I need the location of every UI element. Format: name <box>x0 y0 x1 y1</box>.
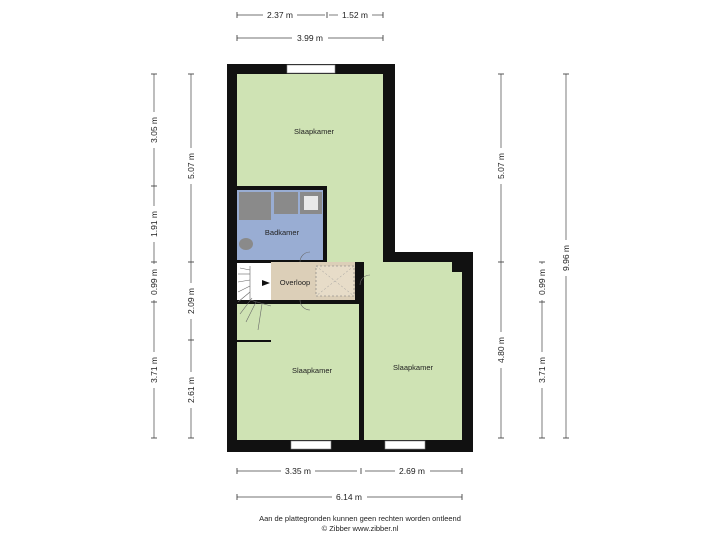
window-bottom-left <box>290 440 332 450</box>
dim-right-inner-b: 4.80 m <box>496 337 506 363</box>
toilet-icon <box>239 238 253 250</box>
dim-left-inner-a: 5.07 m <box>186 153 196 179</box>
dim-left-outer-a: 3.05 m <box>149 117 159 143</box>
dim-bottom-right: 2.69 m <box>399 466 425 476</box>
window-bottom-right <box>384 440 426 450</box>
dim-right-mid-a: 0.99 m <box>537 269 547 295</box>
dim-left-inner: 5.07 m 2.09 m 2.61 m <box>186 73 196 439</box>
dim-left-outer-b: 1.91 m <box>149 211 159 237</box>
dim-top-total: 3.99 m <box>297 33 323 43</box>
dim-bottom-total: 6.14 m <box>336 492 362 502</box>
window-top <box>286 64 336 74</box>
room-top-bedroom-ext <box>327 186 383 262</box>
dim-left-inner-b: 2.09 m <box>186 288 196 314</box>
inner-walls <box>237 186 462 440</box>
footer-credit: © Zibber www.zibber.nl <box>321 524 399 533</box>
dim-bottom-left: 3.35 m <box>285 466 311 476</box>
label-bottom-right-bedroom: Slaapkamer <box>393 363 434 372</box>
stair-wall <box>237 340 271 342</box>
room-bottom-left-bedroom <box>237 304 359 440</box>
washbasin-icon <box>304 196 318 210</box>
room-bottom-right-bedroom <box>364 262 462 440</box>
dim-right-inner: 5.07 m 4.80 m <box>496 73 506 439</box>
doors <box>299 251 371 311</box>
dim-left-outer-d: 3.71 m <box>149 357 159 383</box>
dim-top-right: 1.52 m <box>342 10 368 20</box>
dim-left-inner-c: 2.61 m <box>186 377 196 403</box>
stairs <box>237 266 272 331</box>
shower-icon <box>239 192 271 220</box>
room-top-bedroom <box>237 74 383 186</box>
label-bottom-left-bedroom: Slaapkamer <box>292 366 333 375</box>
dim-top: 2.37 m 1.52 m 3.99 m <box>236 10 384 43</box>
windows <box>286 64 426 450</box>
dim-left-outer-c: 0.99 m <box>149 269 159 295</box>
dim-right-mid-b: 3.71 m <box>537 357 547 383</box>
dim-right-outer: 9.96 m <box>561 245 571 271</box>
dim-left-outer: 3.05 m 1.91 m 0.99 m 3.71 m <box>149 73 159 439</box>
footer-disclaimer: Aan de plattegronden kunnen geen rechten… <box>259 514 461 523</box>
stair-arrow-icon <box>262 280 270 286</box>
dim-right-outer: 9.96 m <box>561 73 571 439</box>
dim-bottom: 3.35 m 2.69 m 6.14 m <box>236 466 463 502</box>
label-top-bedroom: Slaapkamer <box>294 127 335 136</box>
label-bathroom: Badkamer <box>265 228 300 237</box>
dim-right-mid: 0.99 m 3.71 m <box>537 261 547 439</box>
sink-icon <box>274 192 298 214</box>
label-landing: Overloop <box>280 278 310 287</box>
dim-right-inner-a: 5.07 m <box>496 153 506 179</box>
dim-top-left: 2.37 m <box>267 10 293 20</box>
bathroom-fixtures <box>239 192 322 250</box>
